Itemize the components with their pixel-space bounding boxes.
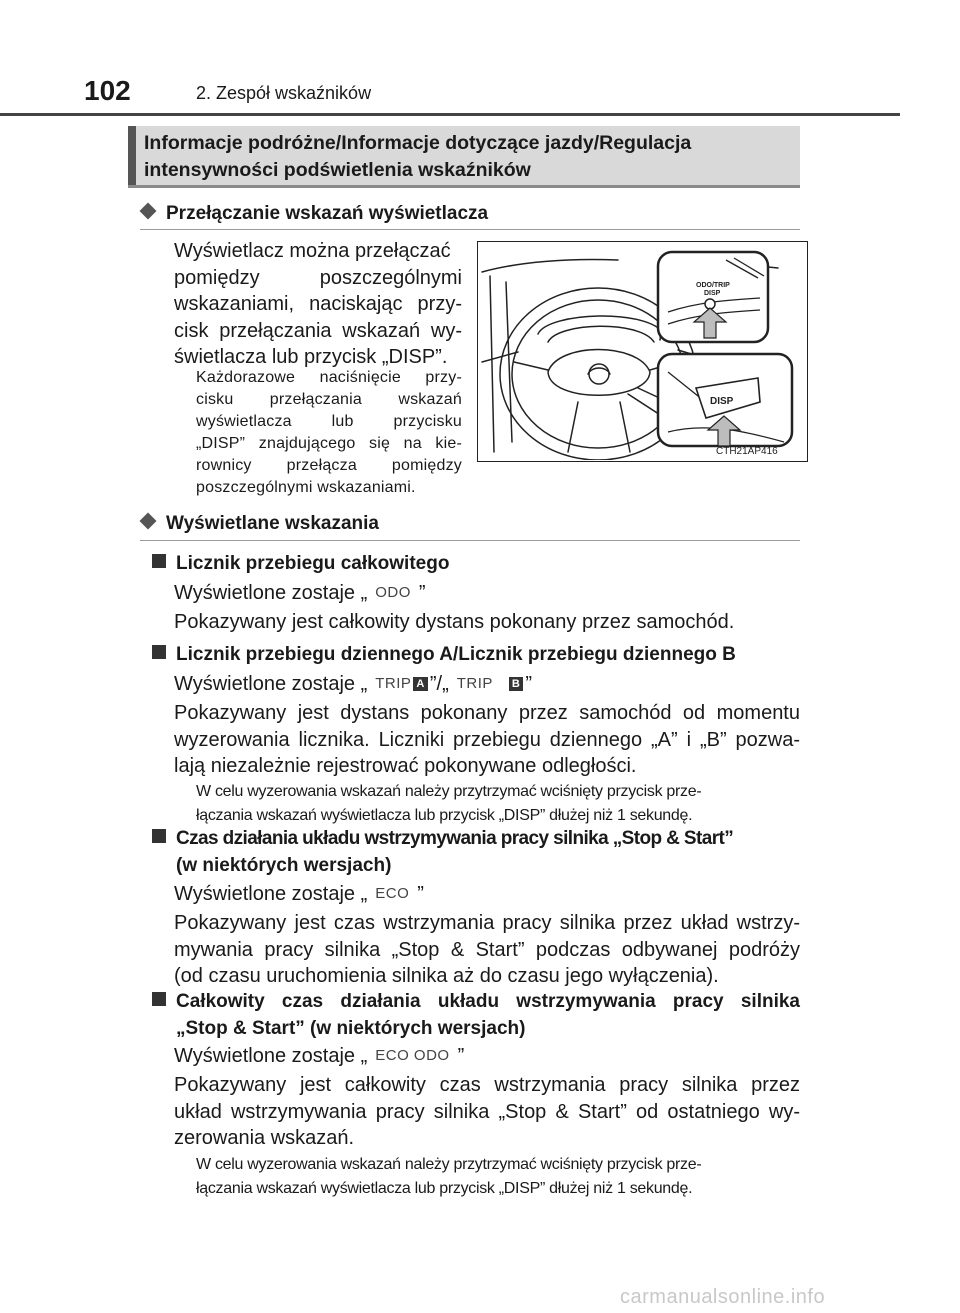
para-line: Wyświetlacz można przełączać bbox=[174, 240, 451, 262]
item-eco-odo-heading-line1: Całkowity czas działania układu wstrzymy… bbox=[176, 991, 800, 1012]
eco-display-code: ECO bbox=[375, 885, 410, 902]
arrow-up-icon bbox=[706, 415, 742, 447]
section-displays-title: Wyświetlane wskazania bbox=[139, 511, 379, 537]
para-line: pomiędzy poszczególnymi bbox=[174, 266, 462, 289]
trip-b-code: TRIP bbox=[456, 675, 493, 692]
desc-line: Pokazywany jest dystans pokonany przez s… bbox=[174, 702, 800, 724]
item-eco-odo-heading-line2: „Stop & Start” (w niektórych wersjach) bbox=[176, 1018, 526, 1039]
item-eco-display-line: Wyświetlone zostaje „ ECO ” bbox=[174, 881, 424, 907]
note-line: cisku przełączania wskazań bbox=[196, 391, 462, 408]
figure-code: CTH21AP416 bbox=[716, 446, 778, 457]
section-switching-title: Przełączanie wskazań wyświetlacza bbox=[139, 201, 489, 227]
arrow-up-icon bbox=[692, 307, 728, 339]
trip-a-badge: A bbox=[413, 677, 428, 691]
para-line: świetlacza lub przycisk „DISP”. bbox=[174, 346, 448, 368]
item-trip-note: W celu wyzerowania wskazań należy przytr… bbox=[196, 780, 800, 828]
square-bullet-icon bbox=[152, 645, 166, 659]
banner-title-line1: Informacje podróżne/Informacje dotyczące… bbox=[144, 132, 692, 154]
item-eco-heading-line1: Czas działania układu wstrzymywania prac… bbox=[176, 828, 734, 849]
square-bullet-icon bbox=[152, 554, 166, 568]
note-line: Każdorazowe naciśnięcie przy- bbox=[196, 369, 462, 386]
section-switching-rule bbox=[140, 229, 800, 230]
section-displays-title-text: Wyświetlane wskazania bbox=[166, 513, 379, 534]
item-odo-heading-text: Licznik przebiegu całkowitego bbox=[176, 553, 450, 574]
diamond-bullet-icon bbox=[139, 202, 157, 220]
note-line: wyświetlacza lub przycisku bbox=[196, 413, 462, 430]
desc-line: Pokazywany jest czas wstrzymania pracy s… bbox=[174, 912, 800, 934]
banner-accent-bar bbox=[128, 126, 136, 188]
note-line: poszczególnymi wskazaniami. bbox=[196, 479, 416, 496]
trip-a-code: TRIP bbox=[375, 675, 412, 692]
display-prefix: Wyświetlone zostaje „ bbox=[174, 582, 368, 604]
header-rule bbox=[0, 113, 900, 116]
trip-b-badge: B bbox=[508, 677, 524, 691]
section-displays-rule bbox=[140, 540, 800, 541]
section-switching-title-text: Przełączanie wskazań wyświetlacza bbox=[166, 203, 489, 224]
desc-line: lają niezależnie rejestrować pokonywane … bbox=[174, 755, 637, 777]
desc-line: mywania pracy silnika „Stop & Start” pod… bbox=[174, 938, 800, 961]
note-line: „DISP” znajdującego się na kie- bbox=[196, 435, 462, 452]
item-odo-desc: Pokazywany jest całkowity dystans pokona… bbox=[174, 611, 735, 633]
display-prefix: Wyświetlone zostaje „ bbox=[174, 673, 368, 695]
display-suffix: ” bbox=[417, 883, 424, 905]
trip-b-display-code: TRIP B bbox=[449, 671, 526, 697]
chapter-title: 2. Zespół wskaźników bbox=[196, 83, 372, 103]
eco-odo-display-code: ECO ODO bbox=[375, 1047, 450, 1064]
note-line: łączania wskazań wyświetlacza lub przyci… bbox=[196, 1180, 693, 1197]
desc-line: zerowania wskazań. bbox=[174, 1127, 355, 1149]
display-suffix: ” bbox=[525, 673, 533, 695]
item-eco-heading-line2: (w niektórych wersjach) bbox=[176, 855, 392, 876]
diamond-bullet-icon bbox=[139, 512, 157, 530]
disp-big-label: DISP bbox=[710, 396, 734, 407]
display-suffix: ” bbox=[418, 582, 426, 604]
odo-trip-label: ODO/TRIP bbox=[696, 282, 730, 289]
square-bullet-icon bbox=[152, 829, 166, 843]
item-trip-desc: Pokazywany jest dystans pokonany przez s… bbox=[174, 700, 800, 780]
note-line: W celu wyzerowania wskazań należy przytr… bbox=[196, 783, 702, 800]
item-eco-odo-heading: Całkowity czas działania układu wstrzymy… bbox=[152, 988, 800, 1042]
watermark: carmanualsonline.info bbox=[620, 1286, 826, 1308]
section-banner bbox=[128, 126, 800, 188]
banner-title: Informacje podróżne/Informacje dotyczące… bbox=[144, 130, 794, 184]
display-prefix: Wyświetlone zostaje „ bbox=[174, 883, 368, 905]
item-eco-desc: Pokazywany jest czas wstrzymania pracy s… bbox=[174, 910, 800, 990]
desc-line: układ wstrzymywania pracy silnika „Stop … bbox=[174, 1100, 800, 1123]
odo-display-code: ODO bbox=[375, 584, 411, 601]
item-eco-heading: Czas działania układu wstrzymywania prac… bbox=[152, 825, 734, 879]
steering-wheel-illustration: ODO/TRIP DISP DISP bbox=[477, 241, 808, 462]
item-trip-heading-text: Licznik przebiegu dziennego A/Licznik pr… bbox=[176, 644, 736, 665]
display-prefix: Wyświetlone zostaje „ bbox=[174, 1045, 368, 1067]
item-eco-odo-note: W celu wyzerowania wskazań należy przytr… bbox=[196, 1153, 800, 1201]
item-odo-display-line: Wyświetlone zostaje „ ODO ” bbox=[174, 580, 426, 606]
switching-paragraph: Wyświetlacz można przełączać pomiędzy po… bbox=[174, 238, 462, 371]
note-line: łączania wskazań wyświetlacza lub przyci… bbox=[196, 807, 693, 824]
item-odo-heading: Licznik przebiegu całkowitego bbox=[152, 550, 449, 577]
steering-wheel-drawing: ODO/TRIP DISP DISP bbox=[481, 250, 794, 461]
banner-title-line2: intensywności podświetlenia wskaźników bbox=[144, 159, 531, 181]
display-separator: ”/„ bbox=[429, 673, 449, 695]
note-line: W celu wyzerowania wskazań należy przytr… bbox=[196, 1156, 702, 1173]
para-line: cisk przełączania wskazań wy- bbox=[174, 319, 462, 342]
display-suffix: ” bbox=[457, 1045, 465, 1067]
switching-note: Każdorazowe naciśnięcie przy- cisku prze… bbox=[196, 367, 462, 499]
note-line: rownicy przełącza pomiędzy bbox=[196, 457, 462, 474]
disp-small-label: DISP bbox=[704, 290, 721, 297]
item-trip-heading: Licznik przebiegu dziennego A/Licznik pr… bbox=[152, 641, 736, 668]
item-eco-odo-display-line: Wyświetlone zostaje „ ECO ODO ” bbox=[174, 1043, 464, 1069]
desc-line: (od czasu uruchomienia silnika aż do cza… bbox=[174, 965, 719, 987]
item-eco-odo-desc: Pokazywany jest całkowity czas wstrzyman… bbox=[174, 1072, 800, 1152]
para-line: wskazaniami, naciskając przy- bbox=[174, 293, 462, 315]
disp-button-icon bbox=[694, 377, 761, 419]
desc-line: Pokazywany jest całkowity czas wstrzyman… bbox=[174, 1074, 800, 1096]
page-number: 102 bbox=[84, 75, 131, 106]
square-bullet-icon bbox=[152, 992, 166, 1006]
banner-bottom-rule bbox=[128, 185, 800, 188]
desc-line: wyzerowania licznika. Liczniki przebiegu… bbox=[174, 728, 800, 751]
